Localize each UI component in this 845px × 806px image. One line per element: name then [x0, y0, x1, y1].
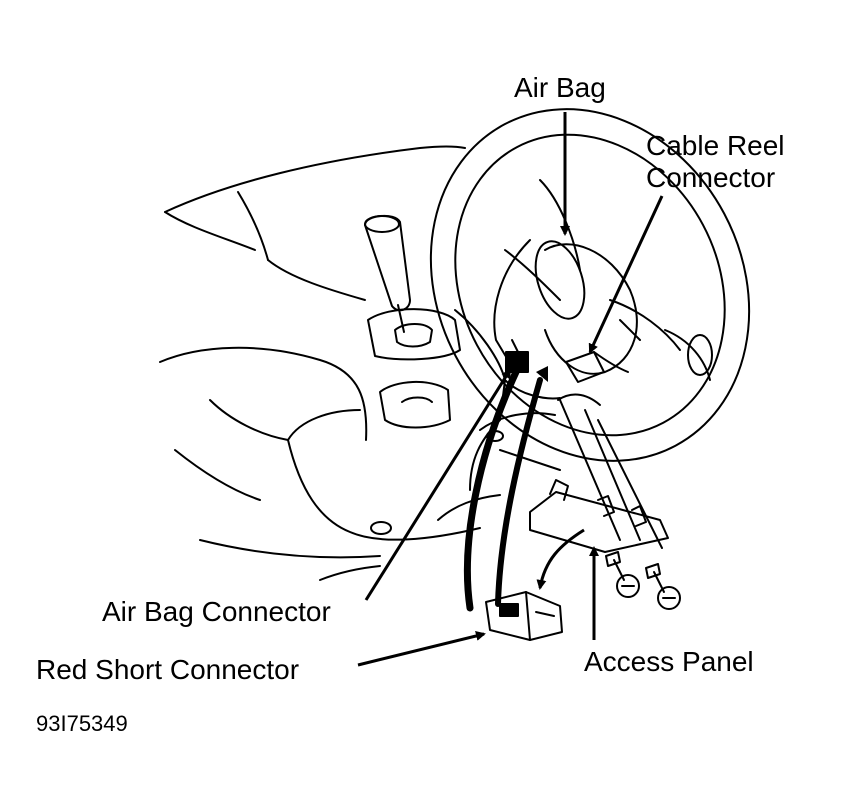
- removal-arrow: [536, 528, 585, 590]
- access-panel-label: Access Panel: [584, 646, 754, 677]
- red-short-connector-label: Red Short Connector: [36, 654, 300, 685]
- harness-wire-right: [495, 377, 543, 607]
- cable-reel-connector-label: Cable Reel Connector: [646, 130, 785, 194]
- air-bag-connector-pointer: [364, 368, 512, 601]
- air-bag-label: Air Bag: [514, 72, 606, 103]
- harness-wire-left: [463, 368, 520, 612]
- access-panel-part: [529, 491, 669, 553]
- center-console: [367, 308, 461, 361]
- wiring-harness: [493, 239, 531, 361]
- cable-reel-label-line2: Connector: [646, 162, 776, 193]
- cable-reel-pointer: [588, 195, 664, 354]
- figure-id: 93I75349: [36, 711, 128, 736]
- screw-1: [605, 551, 640, 598]
- cable-reel-label-line1: Cable Reel: [646, 130, 785, 161]
- steering-wheel-rim: [429, 108, 751, 462]
- dashboard-outline: [164, 145, 466, 213]
- screw-2: [645, 563, 681, 610]
- steering-hub: [544, 243, 638, 375]
- air-bag-connector-label: Air Bag Connector: [102, 596, 331, 627]
- dashboard-lower-contour: [164, 211, 256, 251]
- cable-reel-connector: [565, 351, 605, 383]
- red-short-connector-pointer: [357, 631, 486, 667]
- air-bag-module: [534, 240, 586, 320]
